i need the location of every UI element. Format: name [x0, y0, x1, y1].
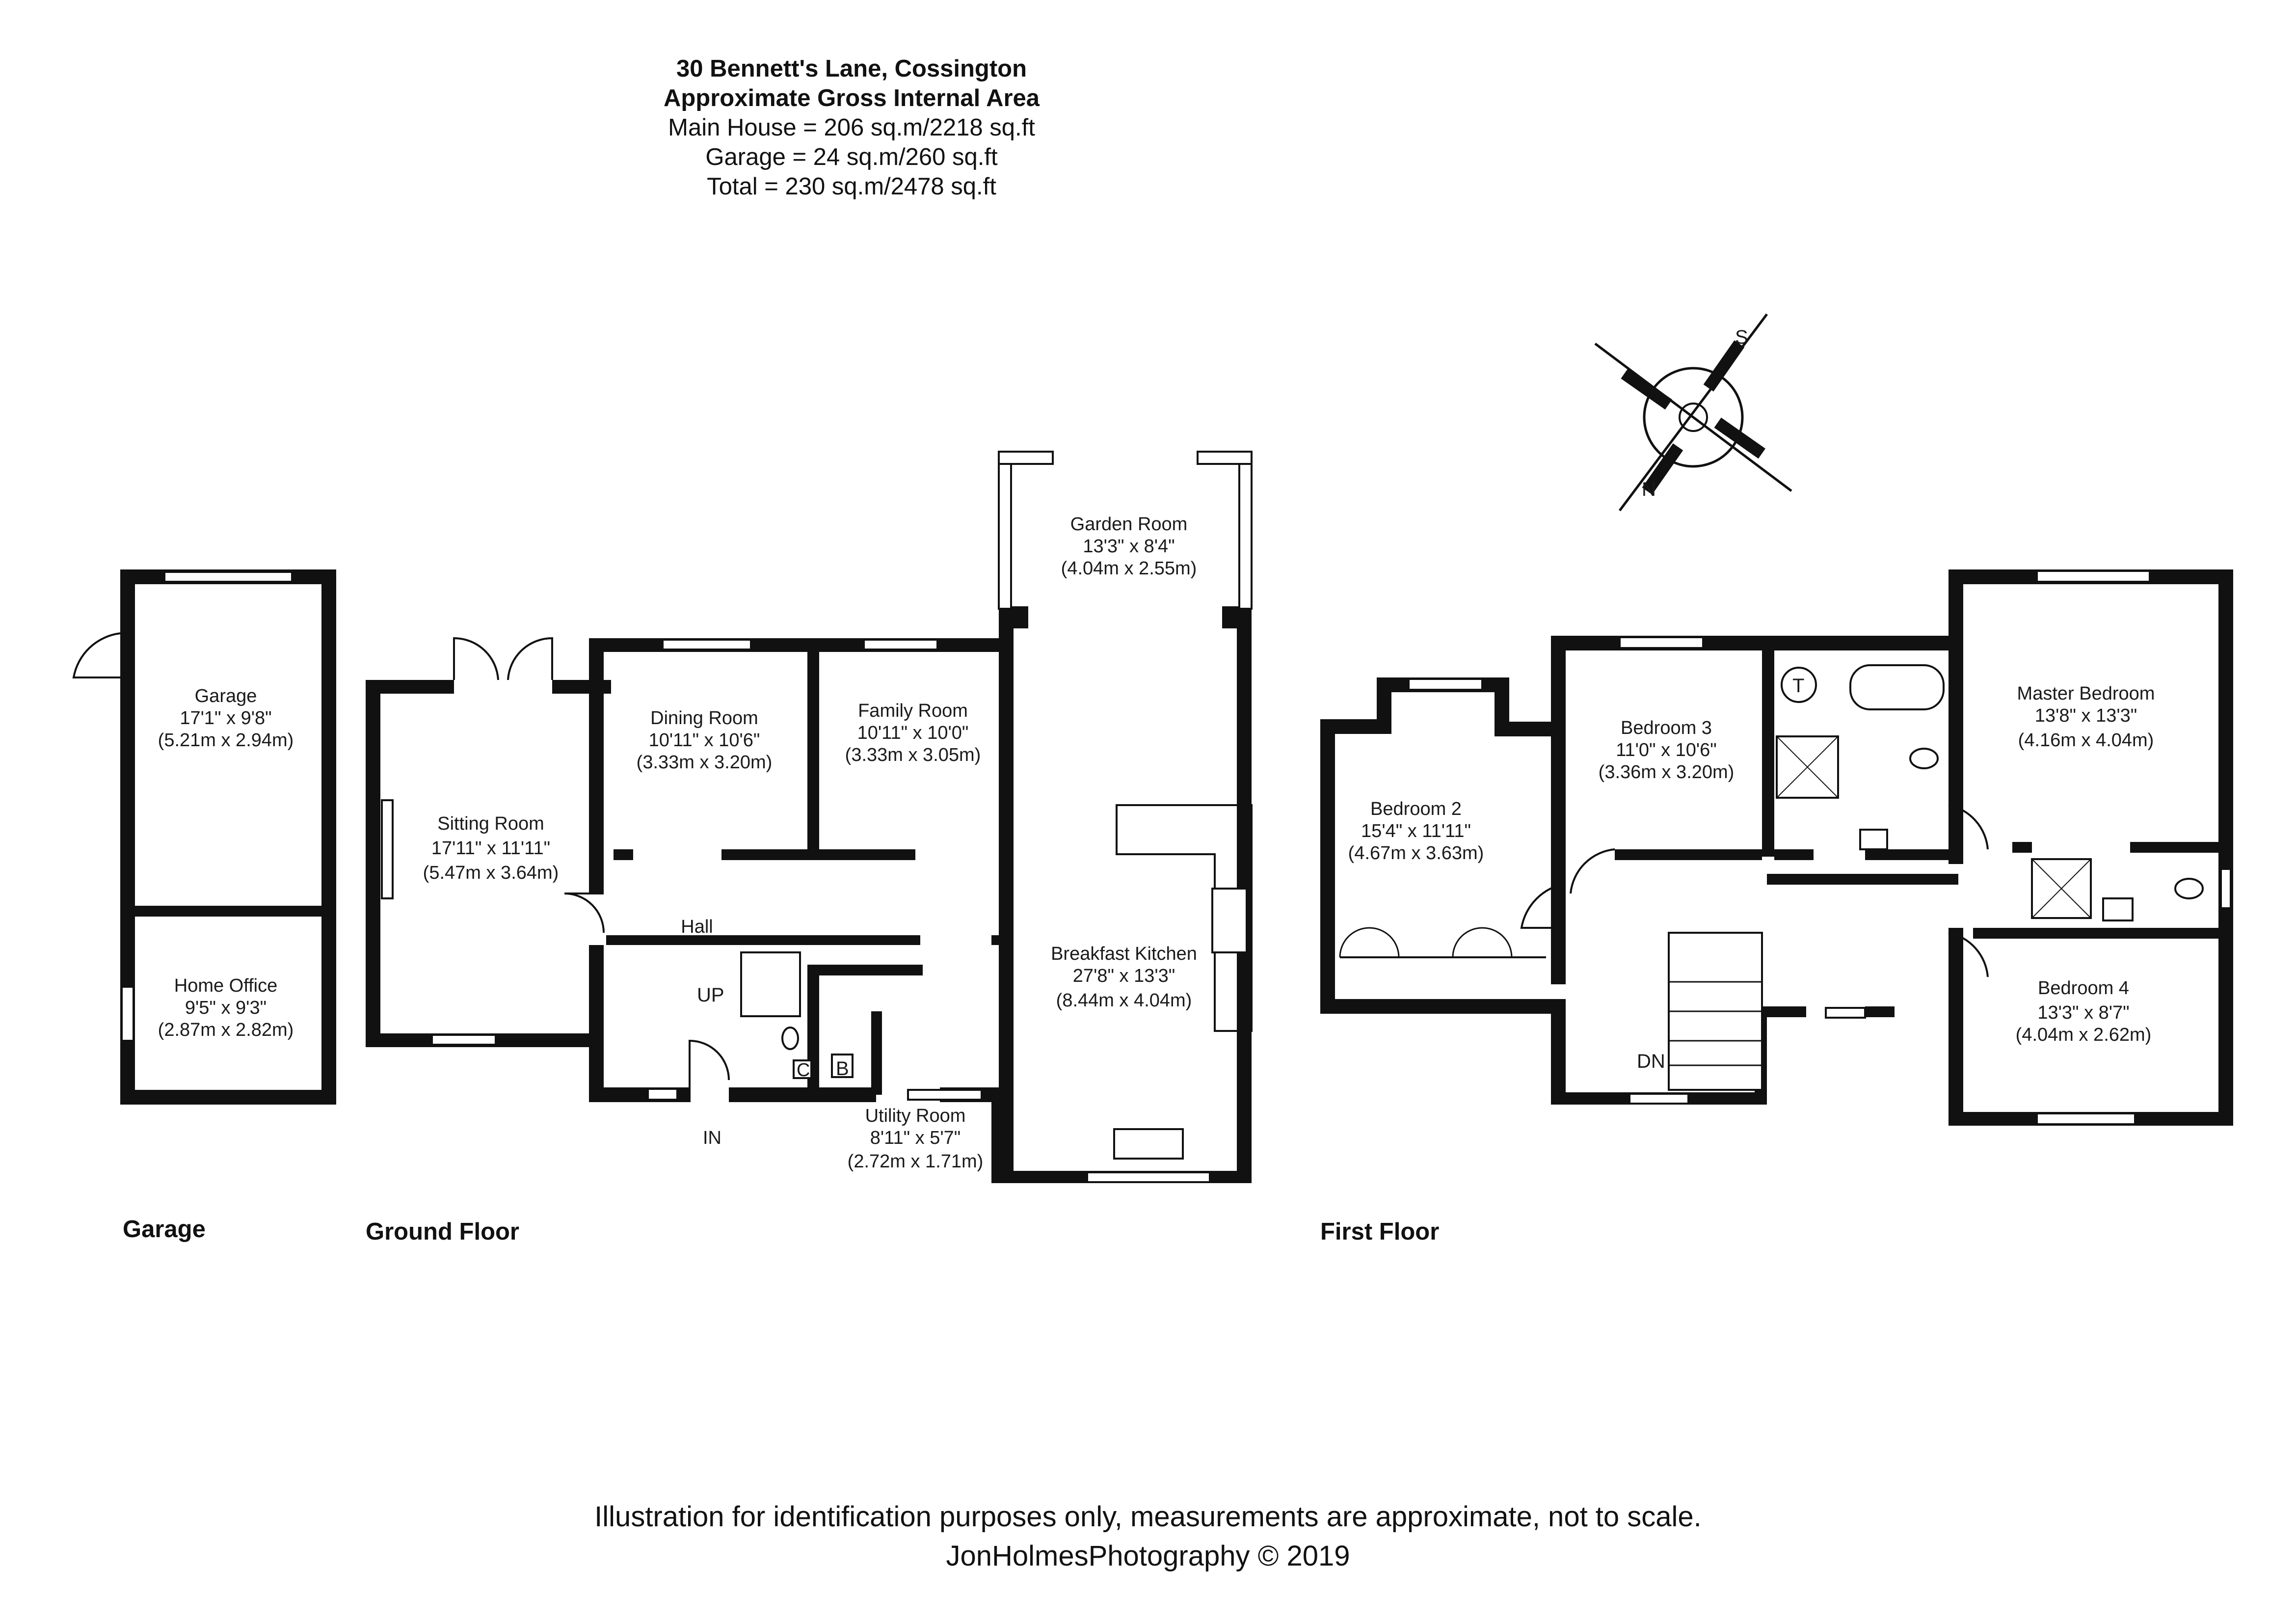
compass-south-label: S	[1735, 326, 1748, 348]
garage-building	[72, 569, 336, 1105]
tank-circle	[1781, 667, 1817, 703]
home-office-window	[121, 986, 134, 1042]
ground-floor-features	[381, 637, 1253, 1183]
sitting-room-name: Sitting Room	[437, 813, 544, 834]
main-house-area: Main House = 206 sq.m/2218 sq.ft	[668, 114, 1035, 141]
bedroom-3-name: Bedroom 3	[1621, 718, 1712, 738]
marker-labels: UP DN IN C B T	[697, 675, 1804, 1148]
bath	[1849, 664, 1945, 710]
bedroom-3-imperial: 11'0" x 10'6"	[1616, 740, 1717, 760]
stairs-down-label: DN	[1637, 1051, 1665, 1072]
sitting-room-imperial: 17'11" x 11'11"	[431, 838, 550, 859]
family-room-metric: (3.33m x 3.05m)	[845, 745, 981, 765]
master-bedroom-name: Master Bedroom	[2017, 683, 2155, 704]
breakfast-kitchen-metric: (8.44m x 4.04m)	[1056, 990, 1192, 1011]
home-office-name: Home Office	[174, 975, 277, 996]
master-bedroom-metric: (4.16m x 4.04m)	[2018, 730, 2154, 751]
sitting-room-door	[564, 893, 605, 933]
garage-floor-label: Garage	[123, 1216, 206, 1243]
family-room-imperial: 10'11" x 10'0"	[857, 723, 969, 743]
room-labels: Garage 17'1" x 9'8" (5.21m x 2.94m) Home…	[158, 514, 2155, 1172]
stairs-up-label: UP	[697, 984, 724, 1006]
hob	[1211, 888, 1248, 953]
garage-name: Garage	[195, 686, 257, 706]
boiler-box	[831, 1054, 854, 1078]
compass-icon: S N	[1594, 313, 1792, 512]
bedroom-4-metric: (4.04m x 2.62m)	[2016, 1025, 2152, 1045]
dining-room-imperial: 10'11" x 10'6"	[649, 730, 760, 751]
bedroom-2-name: Bedroom 2	[1370, 799, 1462, 819]
cupboard-box	[793, 1059, 812, 1079]
utility-room-imperial: 8'11" x 5'7"	[870, 1128, 961, 1148]
garden-room-imperial: 13'3" x 8'4"	[1083, 536, 1175, 557]
floor-labels: Garage Ground Floor First Floor	[123, 1216, 1439, 1245]
garage-side-door-swing	[72, 632, 121, 678]
tank-label: T	[1792, 675, 1804, 697]
kitchen-sink	[1113, 1128, 1184, 1160]
sitting-room-french-doors	[453, 637, 553, 680]
wc-toilet	[781, 1027, 799, 1050]
utility-room-name: Utility Room	[865, 1106, 966, 1126]
garage-imperial: 17'1" x 9'8"	[180, 708, 271, 729]
bedroom-3-metric: (3.36m x 3.20m)	[1599, 762, 1735, 783]
breakfast-kitchen-imperial: 27'8" x 13'3"	[1073, 966, 1175, 986]
bedroom-2-metric: (4.67m x 3.63m)	[1348, 843, 1484, 864]
cupboard-label: C	[797, 1060, 810, 1081]
bedroom-4-imperial: 13'3" x 8'7"	[2037, 1002, 2129, 1023]
garden-room-metric: (4.04m x 2.55m)	[1061, 558, 1197, 579]
dining-room-name: Dining Room	[650, 708, 758, 729]
sitting-room-metric: (5.47m x 3.64m)	[423, 863, 559, 883]
entrance-label: IN	[703, 1128, 721, 1148]
area-title: Approximate Gross Internal Area	[663, 85, 1040, 111]
family-room-name: Family Room	[858, 701, 968, 721]
kitchen-units	[1116, 804, 1253, 1032]
bedroom-4-name: Bedroom 4	[2038, 978, 2129, 999]
ground-stairs	[740, 951, 801, 1017]
first-floor-label: First Floor	[1320, 1218, 1439, 1245]
plan-header: 30 Bennett's Lane, Cossington Approximat…	[0, 54, 1703, 201]
home-office-metric: (2.87m x 2.82m)	[158, 1020, 294, 1040]
ground-floor-walls	[366, 451, 1253, 1183]
garden-room-name: Garden Room	[1070, 514, 1188, 535]
utility-room-metric: (2.72m x 1.71m)	[848, 1151, 984, 1172]
copyright: JonHolmesPhotography © 2019	[946, 1540, 1350, 1572]
total-area: Total = 230 sq.m/2478 sq.ft	[707, 173, 996, 200]
hall-name: Hall	[681, 917, 713, 937]
property-address: 30 Bennett's Lane, Cossington	[676, 55, 1027, 82]
garage-metric: (5.21m x 2.94m)	[158, 730, 294, 751]
master-bedroom-imperial: 13'8" x 13'3"	[2035, 705, 2137, 726]
home-office-imperial: 9'5" x 9'3"	[185, 998, 267, 1018]
plan-footer: Illustration for identification purposes…	[0, 1497, 2296, 1576]
breakfast-kitchen-name: Breakfast Kitchen	[1051, 944, 1197, 964]
ground-floor-label: Ground Floor	[366, 1218, 519, 1245]
disclaimer: Illustration for identification purposes…	[594, 1501, 1702, 1533]
garage-area: Garage = 24 sq.m/260 sq.ft	[705, 144, 998, 170]
first-floor-features	[1339, 570, 2232, 1125]
boiler-label: B	[836, 1058, 849, 1080]
fireplace	[381, 799, 394, 899]
garage-door	[163, 571, 293, 583]
dining-room-metric: (3.33m x 3.20m)	[637, 752, 773, 773]
compass-north-label: N	[1642, 479, 1656, 500]
bedroom-2-imperial: 15'4" x 11'11"	[1361, 821, 1471, 841]
front-door	[689, 1039, 730, 1102]
